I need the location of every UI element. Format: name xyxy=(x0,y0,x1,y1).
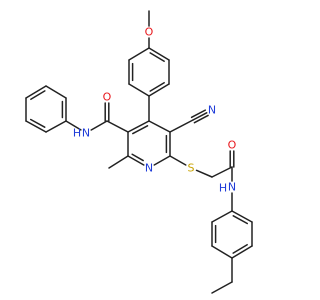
bond-b1-b2 xyxy=(211,210,233,223)
bond2-p4-p5 xyxy=(30,90,46,101)
amide-hydrogen-label: H xyxy=(73,127,81,140)
bondT2-cn1-cn2 xyxy=(190,109,207,119)
bond-c2-me xyxy=(108,155,129,169)
bond2-a6-a1 xyxy=(149,52,165,63)
bondT0-cn1-cn2 xyxy=(192,112,208,121)
bond-a4-a5 xyxy=(148,83,170,97)
atom-labels: O O N H N N S O N H xyxy=(73,26,237,195)
bond-p4-p5 xyxy=(25,85,47,99)
nitrile-nitrogen-label: N xyxy=(208,104,216,117)
bond-p1-p2 xyxy=(45,120,67,133)
bond-cco-n1 xyxy=(90,120,108,131)
bond-p2-p3 xyxy=(25,120,47,133)
bond-c6-s xyxy=(169,155,187,166)
molecule-structure: O O N H N N S O N H xyxy=(25,10,253,294)
pyridine-nitrogen-label: N xyxy=(145,162,153,175)
bond-s-ch2 xyxy=(195,169,213,178)
acetamide-oxygen-label: O xyxy=(228,139,237,152)
bond-b4-b5 xyxy=(231,245,253,259)
bond2-b4-b5 xyxy=(232,243,248,254)
bond-b6-b1 xyxy=(231,210,253,223)
bond-b3-b4 xyxy=(211,245,233,259)
bond2-b6-b1 xyxy=(232,215,249,225)
amide-nitrogen-label: N xyxy=(82,127,90,140)
bond-pn-c6 xyxy=(153,155,171,166)
bond-n1-p1 xyxy=(65,120,82,131)
bond-c5-c4 xyxy=(148,120,171,133)
bond-c4-c3 xyxy=(127,120,150,133)
bond-p5-p6 xyxy=(45,85,67,99)
bond-ch2-cam xyxy=(211,166,233,178)
bond2-c2-pn xyxy=(131,153,144,162)
bond-c2-pn xyxy=(127,155,145,166)
bond-c5-cn1 xyxy=(169,119,194,133)
bond2-p2-p3 xyxy=(29,118,46,128)
molecule-diagram: O O N H N N S O N H xyxy=(25,10,253,294)
bond2-c4-c3 xyxy=(132,125,149,135)
bond2-a4-a5 xyxy=(149,81,165,92)
bond-a1-a2 xyxy=(128,47,150,61)
bonds xyxy=(25,10,253,294)
methoxy-oxygen-label: O xyxy=(145,26,154,39)
bondT1-cn1-cn2 xyxy=(193,114,209,124)
bond-a3-a4 xyxy=(128,83,150,97)
bond-et1-et2 xyxy=(211,281,233,294)
bond-c3-cco xyxy=(106,120,129,133)
acetamide-nitrogen-label: N xyxy=(228,181,236,194)
acetamide-hydrogen-label: H xyxy=(219,182,227,195)
bond-a6-a1 xyxy=(148,47,170,61)
sulfur-label: S xyxy=(188,162,195,175)
amide-oxygen-label: O xyxy=(103,91,112,104)
